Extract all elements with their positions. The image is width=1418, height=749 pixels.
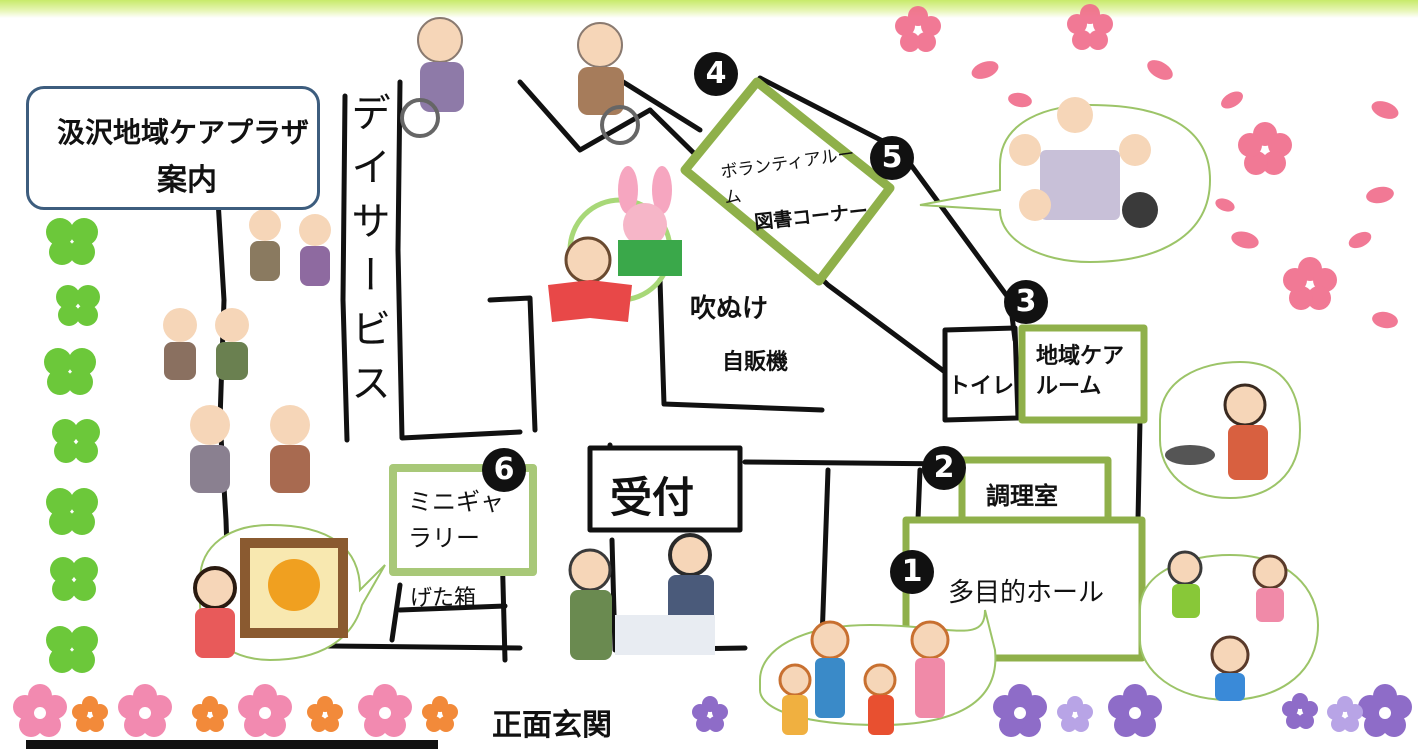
fukinuke-label: 吹ぬけ	[690, 294, 769, 324]
community-care-room-label: 地域ケアルーム	[1036, 344, 1125, 399]
mini-gallery-label: ミニギャラリー	[408, 488, 504, 552]
bottom-bar	[26, 740, 438, 749]
cooking-woman-icon	[1165, 383, 1268, 480]
reception-label: 受付	[610, 473, 695, 522]
title-line-2: 案内	[157, 163, 217, 198]
woman-viewing-painting-icon	[193, 538, 348, 658]
family-exercise-icon	[778, 620, 950, 735]
senior-couple-icon	[163, 308, 249, 380]
clover-decoration	[44, 218, 100, 673]
marker-3: 3	[1004, 280, 1048, 324]
multipurpose-hall-label: 多目的ホール	[948, 578, 1105, 608]
top-border-decoration	[0, 0, 1418, 18]
shoe-box-label: げた箱	[410, 586, 477, 611]
toilet-label: トイレ	[948, 374, 1015, 399]
sakura-decoration	[895, 4, 1399, 329]
cooking-room-label: 調理室	[986, 482, 1058, 510]
day-service-label: デイサービス	[344, 92, 390, 416]
seniors-chatting-icon	[190, 405, 310, 493]
marker-1: 1	[890, 550, 934, 594]
flower-border	[13, 684, 1412, 737]
kids-at-table-icon	[1009, 97, 1158, 228]
title-card: 汲沢地域ケアプラザ 案内	[26, 86, 320, 210]
kids-playing-icon	[1167, 550, 1288, 701]
vending-machine-label: 自販機	[722, 350, 789, 375]
marker-6: 6	[482, 448, 526, 492]
seniors-in-wheelchairs-icon	[400, 17, 640, 145]
title-line-1: 汲沢地域ケアプラザ	[57, 116, 310, 149]
marker-2: 2	[922, 446, 966, 490]
reception-staff-icon	[568, 533, 715, 660]
girl-reading-icon	[548, 236, 632, 322]
marker-5: 5	[870, 136, 914, 180]
seniors-karaoke-icon	[249, 209, 331, 286]
marker-4: 4	[694, 52, 738, 96]
main-entrance-label: 正面玄関	[492, 708, 612, 743]
